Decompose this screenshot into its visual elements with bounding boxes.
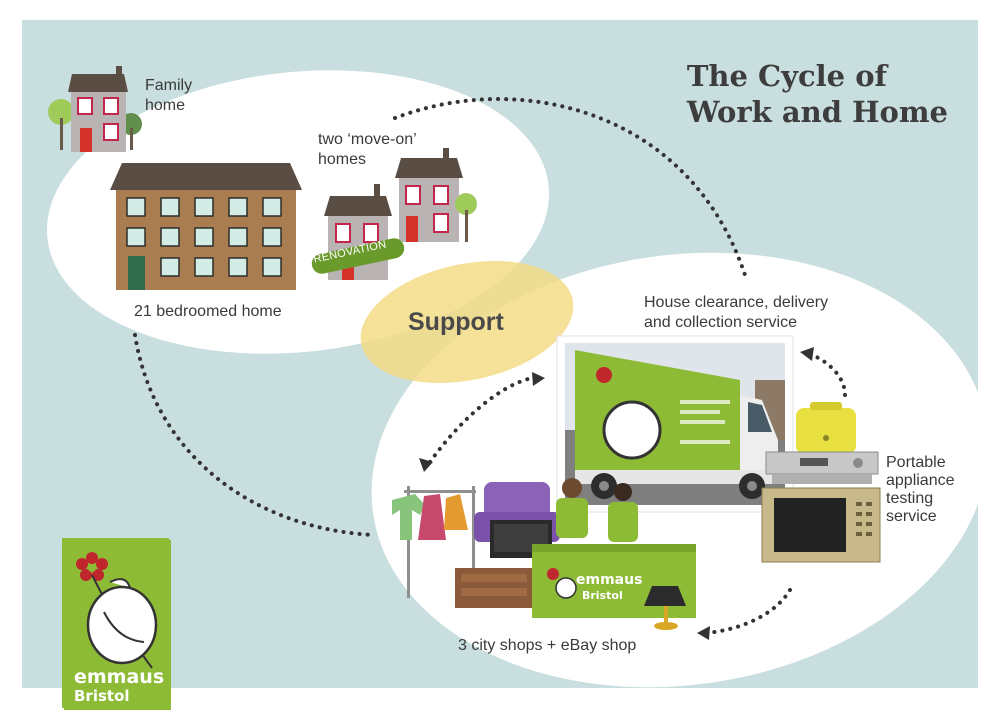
family-home-line-2: home (145, 97, 186, 114)
support-ellipse (360, 260, 574, 384)
logo-city: Bristol (74, 687, 130, 705)
appliances-icon (761, 402, 881, 563)
arrow-left-arc (133, 333, 377, 537)
portable-line-2: appliance (886, 472, 955, 489)
shops-label: 3 city shops + eBay shop (458, 637, 637, 654)
emmaus-logo (62, 538, 171, 710)
bedroomed-home-label: 21 bedroomed home (134, 303, 282, 320)
portable-line-1: Portable (886, 454, 946, 471)
title-line-1: The Cycle of (686, 59, 888, 93)
arrow-top-arc (393, 97, 747, 277)
arrow-appliance-shop (704, 588, 792, 635)
move-on-label: two ‘move-on’ homes (318, 130, 417, 170)
arrow-heads (419, 347, 814, 640)
shop-scene-icon (392, 478, 696, 630)
cycle-arrows (133, 97, 847, 635)
house-clearance-label: House clearance, delivery and collection… (644, 293, 828, 333)
page-title: The Cycle of Work and Home (687, 58, 948, 130)
house-clearance-line-1: House clearance, delivery (644, 294, 829, 311)
move-on-homes-icon (311, 148, 477, 280)
portable-appliance-label: Portable appliance testing service (886, 454, 955, 526)
family-home-label: Family home (145, 76, 192, 116)
family-home-line-1: Family (145, 77, 193, 94)
counter-logo-word: emmaus (576, 572, 643, 588)
portable-line-3: testing (886, 490, 934, 507)
support-label: Support (408, 308, 504, 336)
flower-icon (76, 552, 108, 581)
move-on-line-2: homes (318, 151, 367, 168)
bedroomed-home-icon (110, 163, 302, 290)
arrow-shop-van (428, 376, 534, 464)
van-photo (556, 335, 794, 513)
title-line-2: Work and Home (686, 95, 948, 129)
house-clearance-line-2: and collection service (644, 314, 797, 331)
logo-word: emmaus (74, 666, 165, 688)
move-on-line-1: two ‘move-on’ (318, 131, 417, 148)
family-home-icon (48, 66, 142, 152)
counter-logo-city: Bristol (582, 589, 623, 602)
portable-line-4: service (886, 508, 937, 525)
